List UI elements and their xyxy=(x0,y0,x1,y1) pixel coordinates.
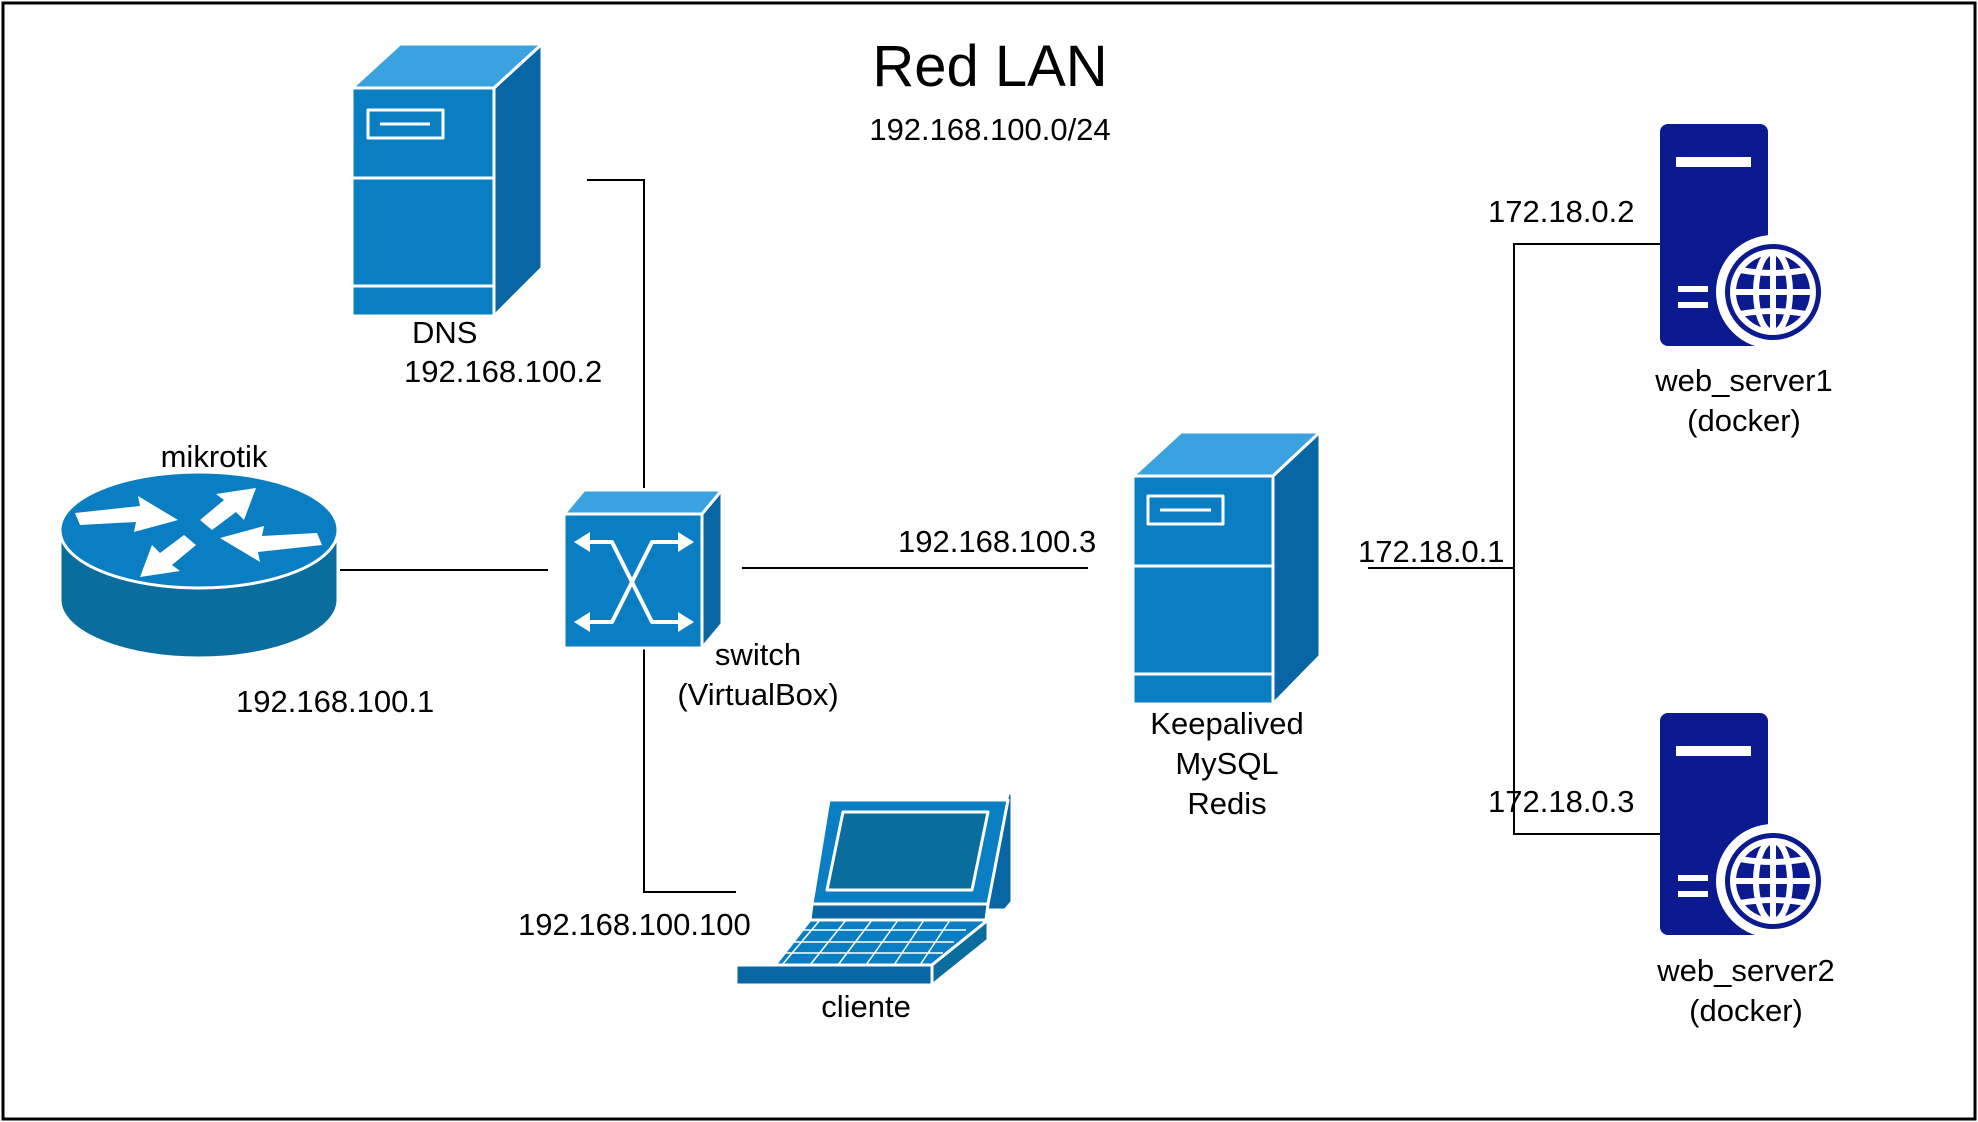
switch-icon xyxy=(562,488,724,650)
web-server1-ip-label: 172.18.0.2 xyxy=(1488,194,1635,229)
web-server2-subtitle-label: (docker) xyxy=(1689,993,1803,1028)
mikrotik-ip-label: 192.168.100.1 xyxy=(236,684,435,719)
cliente-name-label: cliente xyxy=(821,989,911,1024)
balancer-service-redis: Redis xyxy=(1187,786,1267,821)
balancer-service-keepalived: Keepalived xyxy=(1150,706,1304,741)
balancer-service-mysql: MySQL xyxy=(1175,746,1279,781)
link-switch-cliente xyxy=(643,648,736,893)
web-server1-subtitle-label: (docker) xyxy=(1687,403,1801,438)
web-server2-name-label: web_server2 xyxy=(1657,953,1835,988)
web-server1-name-label: web_server1 xyxy=(1655,363,1833,398)
web-server1-icon xyxy=(1660,124,1830,349)
laptop-icon xyxy=(734,786,1014,987)
switch-name-label: switch xyxy=(714,637,802,672)
dns-server-icon xyxy=(350,42,544,318)
web-server2-icon xyxy=(1660,713,1830,938)
dns-name-label: DNS xyxy=(412,315,478,350)
mikrotik-name-label: mikrotik xyxy=(160,439,268,474)
router-icon xyxy=(58,470,340,660)
dns-ip-label: 192.168.100.2 xyxy=(404,354,603,389)
balancer-lan-ip-label: 192.168.100.3 xyxy=(898,524,1097,559)
link-bus-webserver2 xyxy=(1513,568,1660,835)
cliente-ip-label: 192.168.100.100 xyxy=(518,907,751,942)
diagram-title: Red LAN xyxy=(872,34,1108,99)
subnet-label: 192.168.100.0/24 xyxy=(869,112,1111,147)
balancer-server-icon xyxy=(1131,430,1322,706)
switch-type-label: (VirtualBox) xyxy=(677,677,839,712)
connections xyxy=(340,179,1660,893)
web-server2-ip-label: 172.18.0.3 xyxy=(1488,784,1635,819)
link-bus-webserver1 xyxy=(1513,243,1660,568)
balancer-docker-ip-label: 172.18.0.1 xyxy=(1358,534,1505,569)
link-dns-switch xyxy=(587,179,645,488)
